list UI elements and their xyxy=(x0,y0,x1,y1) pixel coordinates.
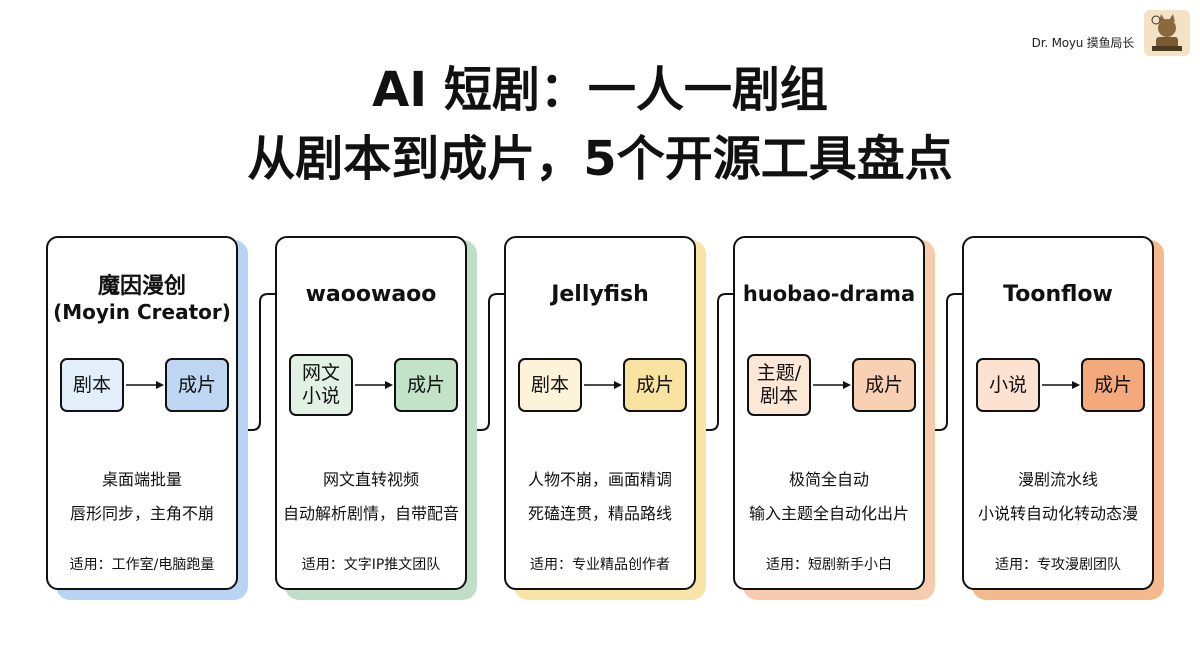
brand-label: Dr. Moyu 摸鱼局长 xyxy=(1031,36,1135,50)
input-node: 网文 小说 xyxy=(289,354,353,416)
tool-name: huobao-drama xyxy=(742,282,916,306)
tool-feature-2: 自动解析剧情，自带配音 xyxy=(282,504,459,523)
input-node: 剧本 xyxy=(60,358,124,412)
tool-feature-2: 死磕连贯，精品路线 xyxy=(527,504,672,523)
output-node: 成片 xyxy=(165,358,229,412)
tool-feature-2: 输入主题全自动化出片 xyxy=(748,504,909,523)
avatar xyxy=(1144,10,1190,56)
output-node: 成片 xyxy=(394,358,458,412)
connector-1-2 xyxy=(240,293,276,431)
tool-card-moyin: 魔因漫创 (Moyin Creator) 剧本 成片 桌面端批量 唇形同步，主角… xyxy=(46,236,238,590)
right-arrow-icon xyxy=(126,381,164,389)
tool-name: Jellyfish xyxy=(551,282,649,307)
connector-4-5 xyxy=(927,293,963,431)
tool-card-waoowaoo: waoowaoo 网文 小说 成片 网文直转视频 自动解析剧情，自带配音 适用：… xyxy=(275,236,467,590)
page-title: AI 短剧：一人一剧组 xyxy=(372,62,828,118)
tool-feature-1: 桌面端批量 xyxy=(101,470,182,489)
tool-usage: 适用：短剧新手小白 xyxy=(766,557,892,573)
tool-usage: 适用：文字IP推文团队 xyxy=(301,557,441,573)
tool-subtitle: (Moyin Creator) xyxy=(53,300,231,324)
right-arrow-icon xyxy=(355,381,393,389)
tool-card-toonflow: Toonflow 小说 成片 漫剧流水线 小说转自动化转动态漫 适用：专攻漫剧团… xyxy=(962,236,1154,590)
tool-name: waoowaoo xyxy=(305,282,437,307)
tool-usage: 适用：专攻漫剧团队 xyxy=(995,557,1121,573)
connector-3-4 xyxy=(698,293,734,431)
tool-feature-1: 人物不崩，画面精调 xyxy=(527,470,672,489)
page-subtitle: 从剧本到成片，5个开源工具盘点 xyxy=(247,131,953,187)
card-connectors xyxy=(240,293,963,431)
tool-name: Toonflow xyxy=(1003,282,1113,307)
tool-feature-1: 网文直转视频 xyxy=(322,470,419,489)
input-node: 剧本 xyxy=(518,358,582,412)
tool-card-huobao-drama: huobao-drama 主题/ 剧本 成片 极简全自动 输入主题全自动化出片 … xyxy=(733,236,925,590)
tool-usage: 适用：专业精品创作者 xyxy=(530,557,670,573)
tool-feature-2: 小说转自动化转动态漫 xyxy=(977,504,1138,523)
connector-2-3 xyxy=(469,293,505,431)
cartoon-cat-avatar-icon xyxy=(1144,10,1190,56)
output-node: 成片 xyxy=(852,358,916,412)
input-node: 主题/ 剧本 xyxy=(747,354,811,416)
right-arrow-icon xyxy=(813,381,851,389)
tool-feature-1: 漫剧流水线 xyxy=(1017,470,1098,489)
right-arrow-icon xyxy=(584,381,622,389)
tool-feature-1: 极简全自动 xyxy=(788,470,869,489)
input-node: 小说 xyxy=(976,358,1040,412)
output-node: 成片 xyxy=(623,358,687,412)
tool-name: 魔因漫创 xyxy=(97,274,186,299)
tool-usage: 适用：工作室/电脑跑量 xyxy=(69,557,215,573)
output-node: 成片 xyxy=(1081,358,1145,412)
tool-feature-2: 唇形同步，主角不崩 xyxy=(69,504,214,523)
right-arrow-icon xyxy=(1042,381,1080,389)
tool-card-jellyfish: Jellyfish 剧本 成片 人物不崩，画面精调 死磕连贯，精品路线 适用：专… xyxy=(504,236,696,590)
